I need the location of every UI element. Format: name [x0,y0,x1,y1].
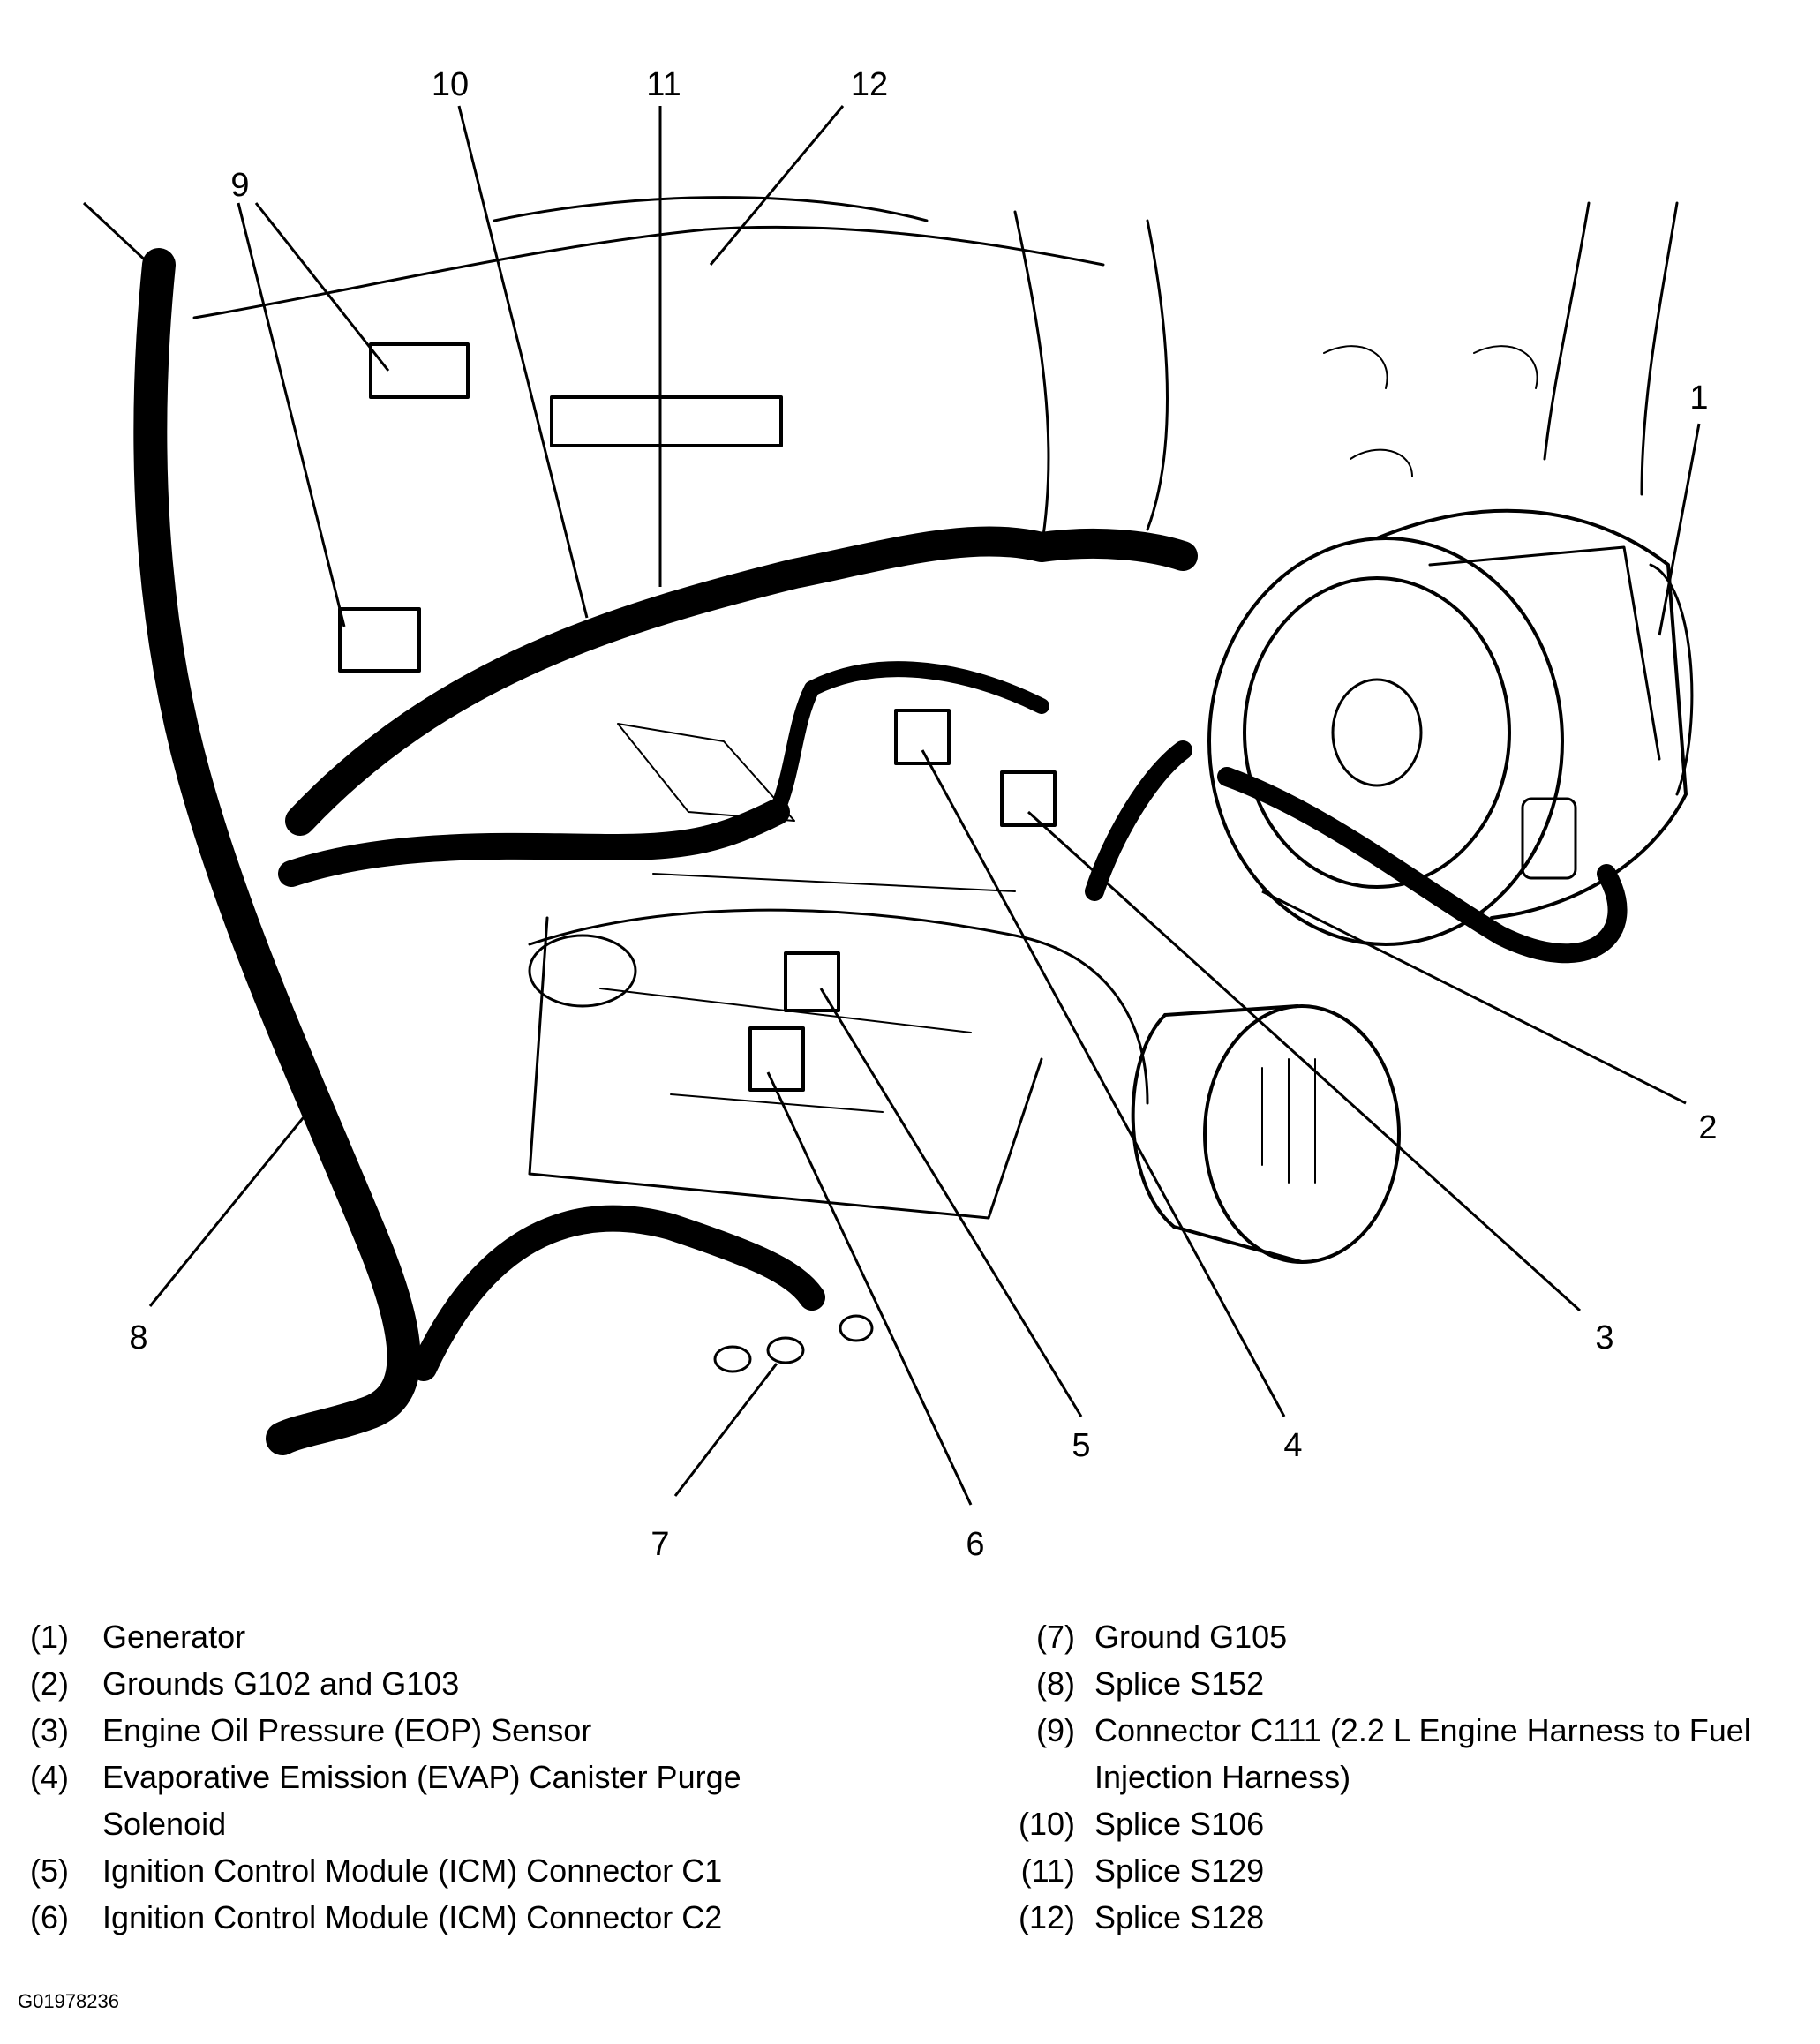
legend-item-eop-sensor: (3) Engine Oil Pressure (EOP) Sensor [30,1707,983,1754]
leader-6 [766,1071,973,1506]
legend-item-icm-c1: (5) Ignition Control Module (ICM) Connec… [30,1847,983,1894]
leader-top [82,201,152,267]
legend-number: (8) [1036,1665,1075,1702]
legend-right-column: (7) Ground G105 (8) Splice S152 (9) Conn… [997,1613,1809,1941]
callout-10: 10 [432,66,469,103]
legend-text: Splice S106 [1094,1806,1265,1842]
legend-text: Ignition Control Module (ICM) Connector … [102,1899,723,1935]
legend-number: (7) [1036,1619,1075,1655]
legend-text: Connector C111 (2.2 L Engine Harness to … [1094,1712,1751,1795]
legend-item-generator: (1) Generator [30,1613,983,1660]
callout-11: 11 [646,66,681,103]
leader-5 [819,988,1083,1417]
oil-filter-drawing [1131,1004,1401,1264]
legend-number: (11) [1020,1852,1075,1889]
leader-2 [1261,890,1687,1105]
callout-labels: 1 2 3 4 5 6 7 8 9 10 11 12 [129,66,1717,1563]
legend-text: Generator [102,1619,246,1655]
leader-8 [148,1093,324,1307]
generator-drawing [1207,508,1694,946]
legend-number: (9) [1036,1712,1075,1748]
leader-9b [237,202,346,627]
engine-wiring-illustration: 1 2 3 4 5 6 7 8 9 10 11 12 [82,66,1718,1563]
leader-3 [1027,810,1582,1312]
callout-9: 9 [230,167,249,204]
legend-text: Splice S128 [1094,1899,1265,1935]
legend-text: Splice S129 [1094,1852,1265,1889]
legend-text: Ground G105 [1094,1619,1288,1655]
callout-8: 8 [129,1319,147,1356]
legend-number: (12) [1018,1899,1075,1935]
legend-text: Splice S152 [1094,1665,1265,1702]
legend-number: (1) [30,1619,69,1655]
callout-5: 5 [1072,1427,1090,1464]
legend-item-splice-s129: (11) Splice S129 [997,1847,1809,1894]
callout-3: 3 [1595,1319,1613,1356]
legend-number: (4) [30,1759,69,1795]
leader-12 [709,105,845,266]
legend-number: (6) [30,1899,69,1935]
leader-10 [457,105,589,619]
legend-item-grounds: (2) Grounds G102 and G103 [30,1660,983,1707]
legend-item-icm-c2: (6) Ignition Control Module (ICM) Connec… [30,1894,983,1941]
legend-text: Ignition Control Module (ICM) Connector … [102,1852,723,1889]
legend-text: Grounds G102 and G103 [102,1665,460,1702]
legend-number: (3) [30,1712,69,1748]
wiring-harness-drawing [133,248,1628,1455]
legend-number: (2) [30,1665,69,1702]
legend-item-splice-s128: (12) Splice S128 [997,1894,1809,1941]
callout-4: 4 [1283,1427,1302,1464]
legend-item-splice-s106: (10) Splice S106 [997,1800,1809,1847]
legend-item-connector-c111: (9) Connector C111 (2.2 L Engine Harness… [997,1707,1809,1800]
leader-lines [82,105,1701,1506]
callout-12: 12 [851,66,888,103]
legend-number: (10) [1018,1806,1075,1842]
callout-6: 6 [966,1526,984,1563]
legend-left-column: (1) Generator (2) Grounds G102 and G103 … [30,1613,983,1941]
leader-7 [673,1363,778,1497]
callout-1: 1 [1689,379,1708,417]
callout-7: 7 [651,1526,669,1563]
legend-item-evap-solenoid: (4) Evaporative Emission (EVAP) Canister… [30,1754,983,1847]
legend-number: (5) [30,1852,69,1889]
callout-2: 2 [1698,1109,1717,1146]
figure-id: G01978236 [18,1990,119,2012]
legend-text: Evaporative Emission (EVAP) Canister Pur… [102,1759,741,1842]
legend-text: Engine Oil Pressure (EOP) Sensor [102,1712,592,1748]
legend-item-splice-s152: (8) Splice S152 [997,1660,1809,1707]
leader-4 [921,749,1286,1417]
leader-9a [254,202,390,372]
legend-item-ground-g105: (7) Ground G105 [997,1613,1809,1660]
leader-1 [1658,423,1701,636]
